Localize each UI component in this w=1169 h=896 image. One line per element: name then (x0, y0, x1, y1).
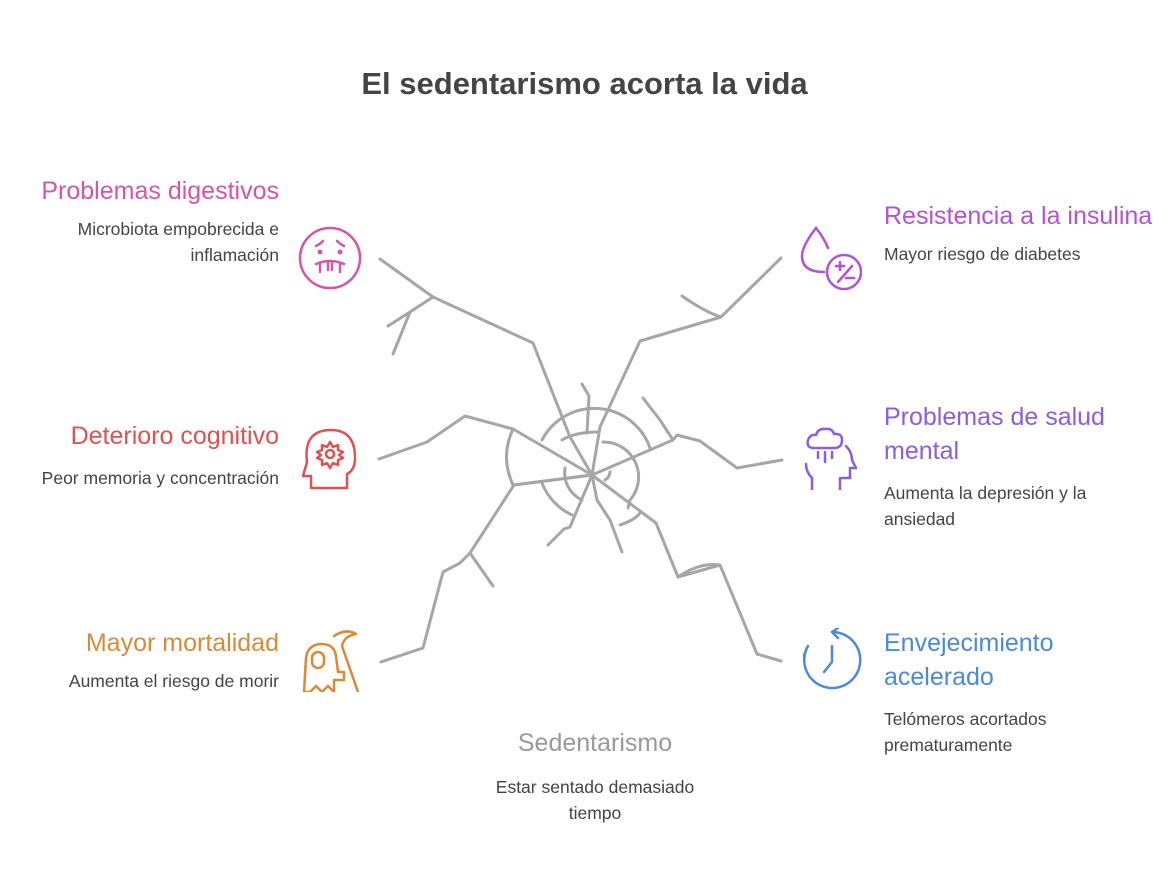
effect-salud-mental: Problemas de salud mental Aumenta la dep… (884, 400, 1154, 532)
effect-heading: Mayor mortalidad (85, 629, 279, 657)
effect-description: Peor memoria y concentración (41, 468, 279, 488)
head-gear-icon (301, 428, 357, 490)
crack-inner (580, 382, 591, 435)
effect-heading: Problemas digestivos (41, 177, 279, 205)
effect-description: Telómeros acortados prematuramente (884, 709, 1047, 755)
effect-description: Aumenta la depresión y la ansiedad (884, 483, 1087, 529)
effect-heading: Resistencia a la insulina (884, 202, 1153, 230)
crack-branch (680, 294, 723, 319)
crack-bottom-right (590, 473, 783, 663)
grim-reaper-icon (302, 630, 360, 692)
crack-left (377, 414, 594, 477)
effect-heading: Deterioro cognitivo (70, 422, 279, 450)
crack-ring-outer (618, 511, 642, 527)
effect-description: Mayor riesgo de diabetes (884, 244, 1081, 264)
effect-mayor-mortalidad: Mayor mortalidad Aumenta el riesgo de mo… (9, 626, 279, 694)
effect-deterioro-cognitivo: Deterioro cognitivo Peor memoria y conce… (9, 419, 279, 491)
crack-top-left (378, 257, 594, 477)
blood-drop-percent-icon (800, 226, 862, 290)
crack-inner (590, 473, 624, 554)
effect-heading: Envejecimiento acelerado (884, 629, 1054, 691)
center-heading: Sedentarismo (517, 729, 673, 757)
diagram-title: El sedentarismo acorta la vida (361, 66, 808, 101)
head-raincloud-icon (804, 427, 858, 490)
center-sedentarismo: Sedentarismo Estar sentado demasiado tie… (445, 726, 745, 826)
crack-top-right (590, 256, 783, 477)
clock-rewind-icon (802, 628, 862, 690)
effect-description: Microbiota empobrecida e inflamación (77, 219, 279, 265)
crack-ring-inner (603, 470, 612, 482)
effect-envejecimiento-acelerado: Envejecimiento acelerado Telómeros acort… (884, 626, 1154, 758)
nauseous-face-icon (298, 226, 362, 290)
effect-resistencia-insulina: Resistencia a la insulina Mayor riesgo d… (884, 199, 1154, 267)
crack-branch (391, 310, 412, 356)
crack-arc (505, 427, 515, 487)
crack-ring-inner (601, 440, 641, 510)
crack-ring-inner (563, 466, 584, 502)
crack-bottom-left (379, 473, 594, 664)
center-description: Estar sentado demasiado tiempo (495, 777, 695, 823)
effect-problemas-digestivos: Problemas digestivos Microbiota empobrec… (9, 174, 279, 268)
crack-ring-outer (540, 406, 652, 450)
crack-right (590, 433, 784, 477)
crack-ring-inner (560, 430, 600, 442)
crack-arc (676, 563, 722, 579)
effect-description: Aumenta el riesgo de morir (68, 671, 279, 691)
crack-branch (641, 396, 675, 442)
crack-branch (468, 551, 495, 588)
crack-ring-outer (540, 481, 574, 517)
effect-heading: Problemas de salud mental (884, 403, 1105, 465)
crack-inner (546, 473, 594, 547)
